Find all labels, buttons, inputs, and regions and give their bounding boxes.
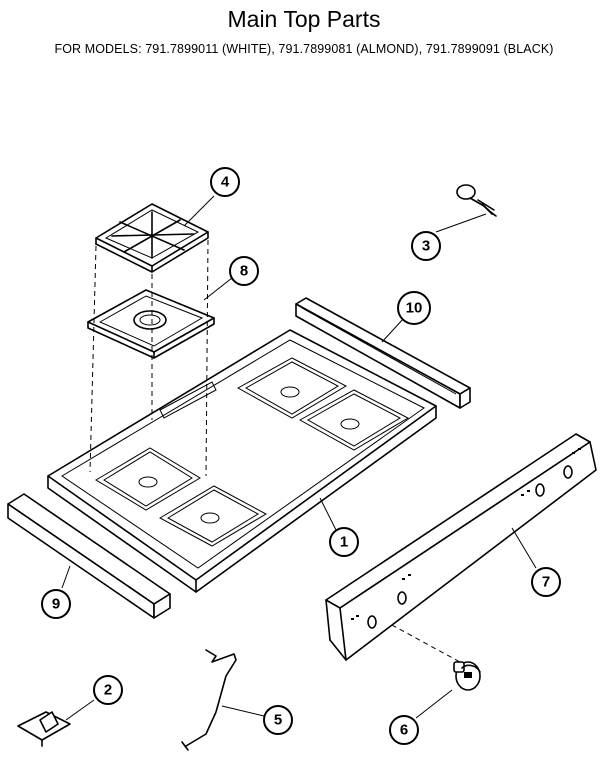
callout-8: 8 <box>229 256 259 286</box>
callout-2: 2 <box>93 675 123 705</box>
callout-6: 6 <box>389 715 419 745</box>
model-numbers: FOR MODELS: 791.7899011 (WHITE), 791.789… <box>54 42 554 56</box>
callout-1-label: 1 <box>340 534 348 551</box>
callout-1: 1 <box>329 527 359 557</box>
page-title: Main Top Parts <box>227 6 381 32</box>
burner-switch-part <box>453 661 481 691</box>
callout-10: 10 <box>397 291 431 325</box>
callout-6-label: 6 <box>400 722 408 739</box>
callout-2-label: 2 <box>104 682 112 699</box>
burner-grate-part <box>95 203 209 273</box>
wire-part <box>181 649 237 751</box>
callout-4-label: 4 <box>221 174 230 191</box>
callout-9-label: 9 <box>52 596 60 613</box>
callout-5: 5 <box>263 705 293 735</box>
callout-3: 3 <box>411 231 441 261</box>
burner-pan-part <box>87 289 215 359</box>
callout-10-label: 10 <box>406 300 423 317</box>
control-panel-part <box>325 433 597 661</box>
assembly-lines <box>89 239 461 663</box>
knob-part <box>456 184 497 217</box>
main-top-part <box>47 329 437 593</box>
leader-lines <box>61 195 537 721</box>
callout-8-label: 8 <box>240 263 248 280</box>
callout-5-label: 5 <box>274 712 282 729</box>
bracket-part <box>17 711 71 747</box>
callout-9: 9 <box>41 589 71 619</box>
callout-4: 4 <box>210 167 240 197</box>
callout-3-label: 3 <box>422 238 430 255</box>
callout-7-label: 7 <box>542 574 550 591</box>
front-trim-part <box>7 493 171 619</box>
callout-7: 7 <box>531 567 561 597</box>
rear-trim-part <box>295 297 471 409</box>
